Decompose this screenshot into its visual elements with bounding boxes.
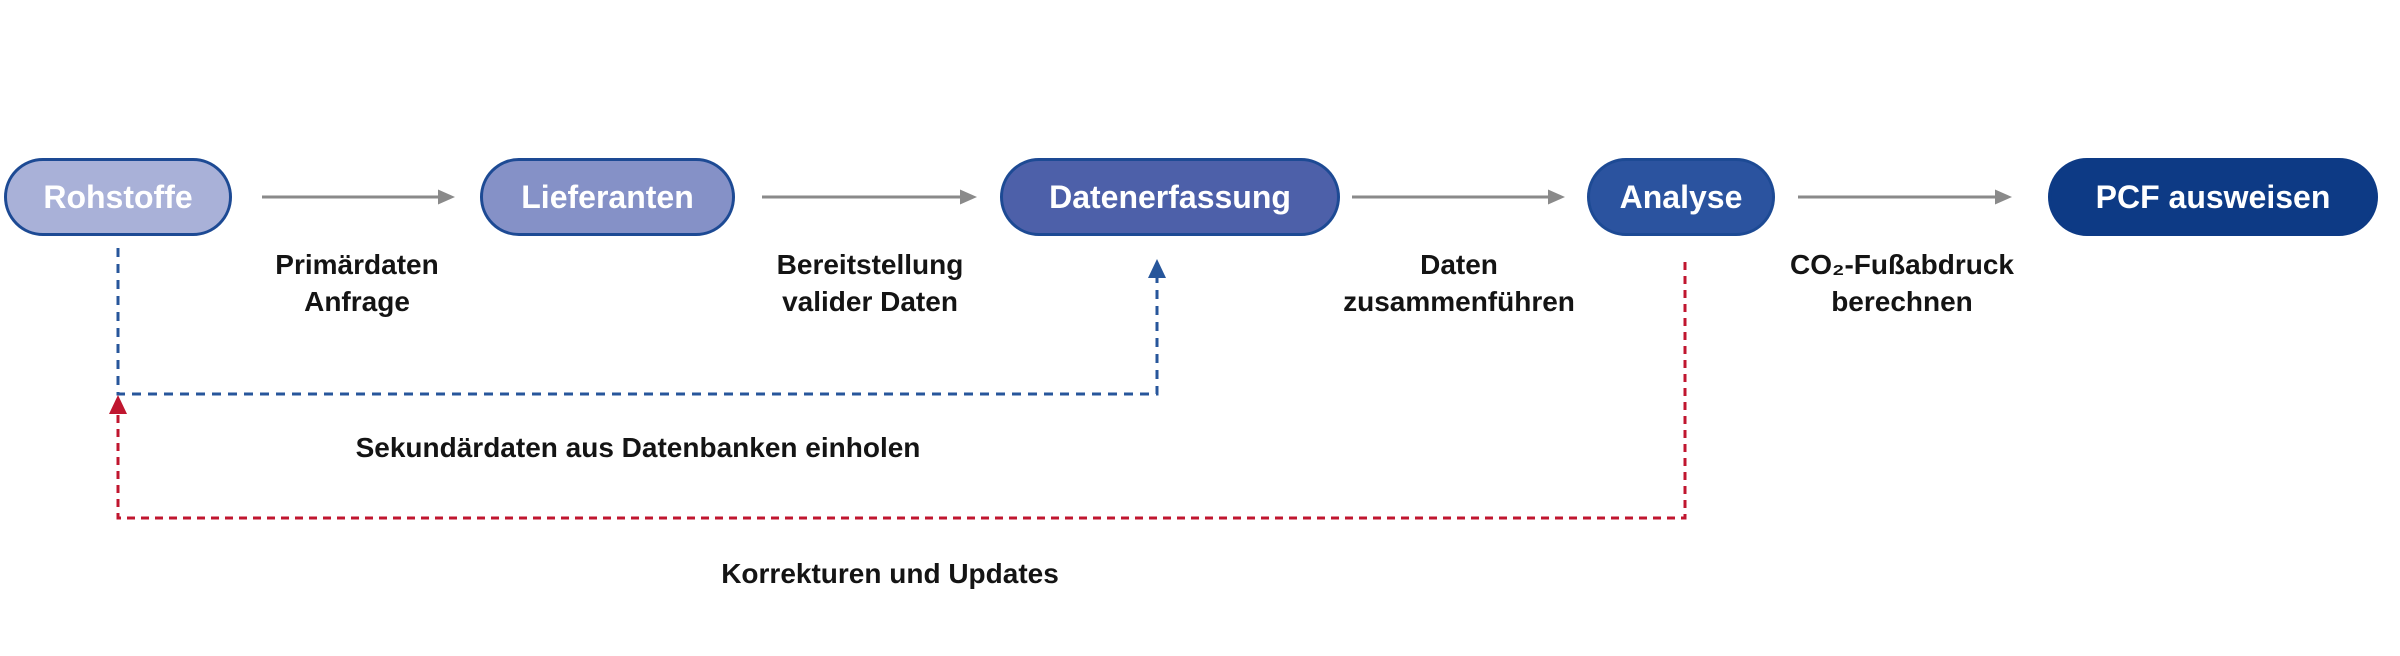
flow-arrow-rohstoffe-lieferanten: [262, 189, 455, 205]
secondary-data-loop-arrow: [116, 248, 1166, 396]
flow-arrow-datenerfassung-analyse: [1352, 189, 1565, 205]
step-label-line1: Daten: [1420, 249, 1498, 280]
node-lieferanten-label: Lieferanten: [521, 178, 694, 215]
step-label-line1: CO₂-Fußabdruck: [1790, 249, 2014, 280]
node-pcf-ausweisen: PCF ausweisen: [2048, 158, 2378, 236]
flow-arrow-lieferanten-datenerfassung: [762, 189, 977, 205]
step-label-line2: zusammenführen: [1343, 286, 1575, 317]
step-label-line2: valider Daten: [782, 286, 958, 317]
loop-label-korrekturen: Korrekturen und Updates: [721, 558, 1059, 589]
step-label-primaerdaten-anfrage: Primärdaten Anfrage: [275, 246, 438, 320]
step-label-line1: Bereitstellung: [776, 249, 964, 280]
node-datenerfassung: Datenerfassung: [1000, 158, 1340, 236]
step-label-line1: Primärdaten: [275, 249, 439, 280]
step-label-co2-fussabdruck-berechnen: CO₂-Fußabdruck berechnen: [1790, 246, 2014, 320]
step-label-line2: Anfrage: [304, 286, 410, 317]
flow-arrow-analyse-pcf: [1798, 189, 2012, 205]
loop-label-sekundaerdaten: Sekundärdaten aus Datenbanken einholen: [355, 432, 921, 463]
node-lieferanten: Lieferanten: [480, 158, 735, 236]
corrections-loop-arrow: [109, 262, 1687, 520]
step-label-line2: berechnen: [1831, 286, 1973, 317]
node-analyse-label: Analyse: [1619, 178, 1743, 215]
step-label-bereitstellung-valider-daten: Bereitstellung valider Daten: [777, 246, 964, 320]
node-rohstoffe-label: Rohstoffe: [43, 178, 193, 215]
node-rohstoffe: Rohstoffe: [4, 158, 232, 236]
node-analyse: Analyse: [1587, 158, 1775, 236]
step-label-daten-zusammenfuehren: Daten zusammenführen: [1343, 246, 1575, 320]
node-datenerfassung-label: Datenerfassung: [1049, 178, 1291, 215]
node-pcf-ausweisen-label: PCF ausweisen: [2095, 178, 2331, 215]
